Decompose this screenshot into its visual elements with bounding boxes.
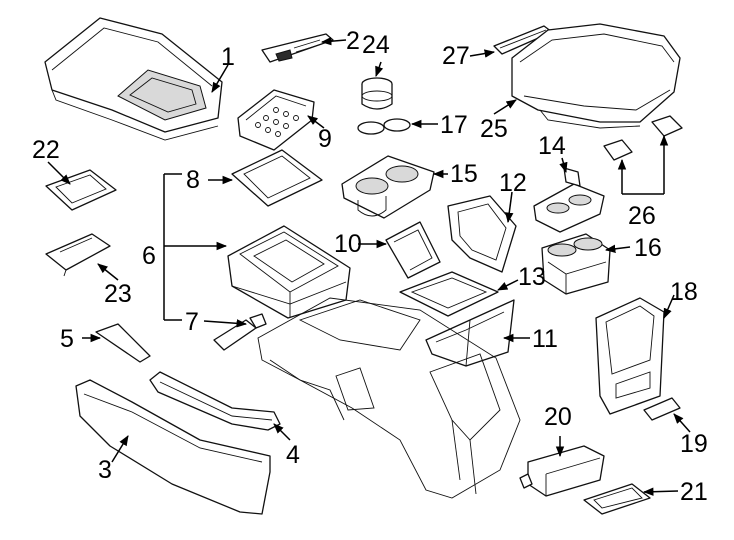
- part-23-bracket: [45, 233, 111, 277]
- callout-8: 8: [186, 166, 200, 194]
- callout-16: 16: [634, 234, 662, 262]
- part-25-armrest-lid: [511, 23, 681, 129]
- callout-25: 25: [480, 115, 508, 143]
- part-21-mat: [583, 483, 651, 515]
- callout-26: 26: [628, 202, 656, 230]
- callout-23: 23: [104, 280, 132, 308]
- callout-labels: 1 2 3 4 5 6 7 8 9 10 11 12 13 14 15 16 1…: [32, 27, 708, 506]
- part-9-switch-panel: [237, 89, 315, 151]
- callout-14: 14: [538, 132, 566, 160]
- callout-18: 18: [670, 278, 698, 306]
- part-13-floor-mat: [399, 271, 499, 317]
- callout-2: 2: [346, 27, 360, 55]
- part-24-cup-liner: [361, 77, 393, 110]
- callout-22: 22: [32, 136, 60, 164]
- part-18-rear-panel: [595, 297, 665, 415]
- callout-21: 21: [680, 478, 708, 506]
- part-2-badge-strip: [261, 33, 334, 63]
- console-housing: [257, 297, 521, 499]
- part-5-end-cap: [95, 323, 151, 363]
- part-1-shifter-trim-panel: [44, 17, 223, 141]
- part-6-storage-box: [227, 225, 351, 319]
- part-3-lower-side-panel: [75, 379, 271, 515]
- callout-3: 3: [98, 456, 112, 484]
- callout-5: 5: [60, 325, 74, 353]
- callout-27: 27: [442, 42, 470, 70]
- part-22-tray-frame: [45, 169, 117, 211]
- callout-15: 15: [450, 160, 478, 188]
- callout-24: 24: [362, 31, 390, 59]
- part-26-clips: [603, 115, 683, 161]
- callout-19: 19: [680, 430, 708, 458]
- part-10-side-panel: [385, 221, 441, 279]
- part-4-side-trim: [149, 371, 281, 431]
- callout-9: 9: [318, 125, 332, 153]
- callout-4: 4: [286, 441, 300, 469]
- part-7-connector: [213, 313, 267, 351]
- part-14-cupholder-carrier: [533, 167, 605, 233]
- callout-10: 10: [334, 230, 362, 258]
- part-17-cupholder-mat: [357, 118, 411, 135]
- callout-6: 6: [142, 242, 156, 270]
- callout-17: 17: [440, 111, 468, 139]
- callout-20: 20: [544, 403, 572, 431]
- part-8-tray-liner: [231, 149, 323, 207]
- callout-13: 13: [518, 263, 546, 291]
- callout-1: 1: [221, 43, 235, 71]
- part-15-cupholder: [341, 155, 435, 219]
- part-12-side-pocket: [447, 195, 517, 273]
- callout-12: 12: [499, 169, 527, 197]
- callout-7: 7: [185, 308, 199, 336]
- callout-11: 11: [532, 325, 558, 353]
- part-16-cupholder-module: [541, 233, 611, 295]
- leader-lines: [47, 37, 691, 496]
- part-20-storage-box: [519, 445, 605, 497]
- part-19-clip: [643, 397, 681, 421]
